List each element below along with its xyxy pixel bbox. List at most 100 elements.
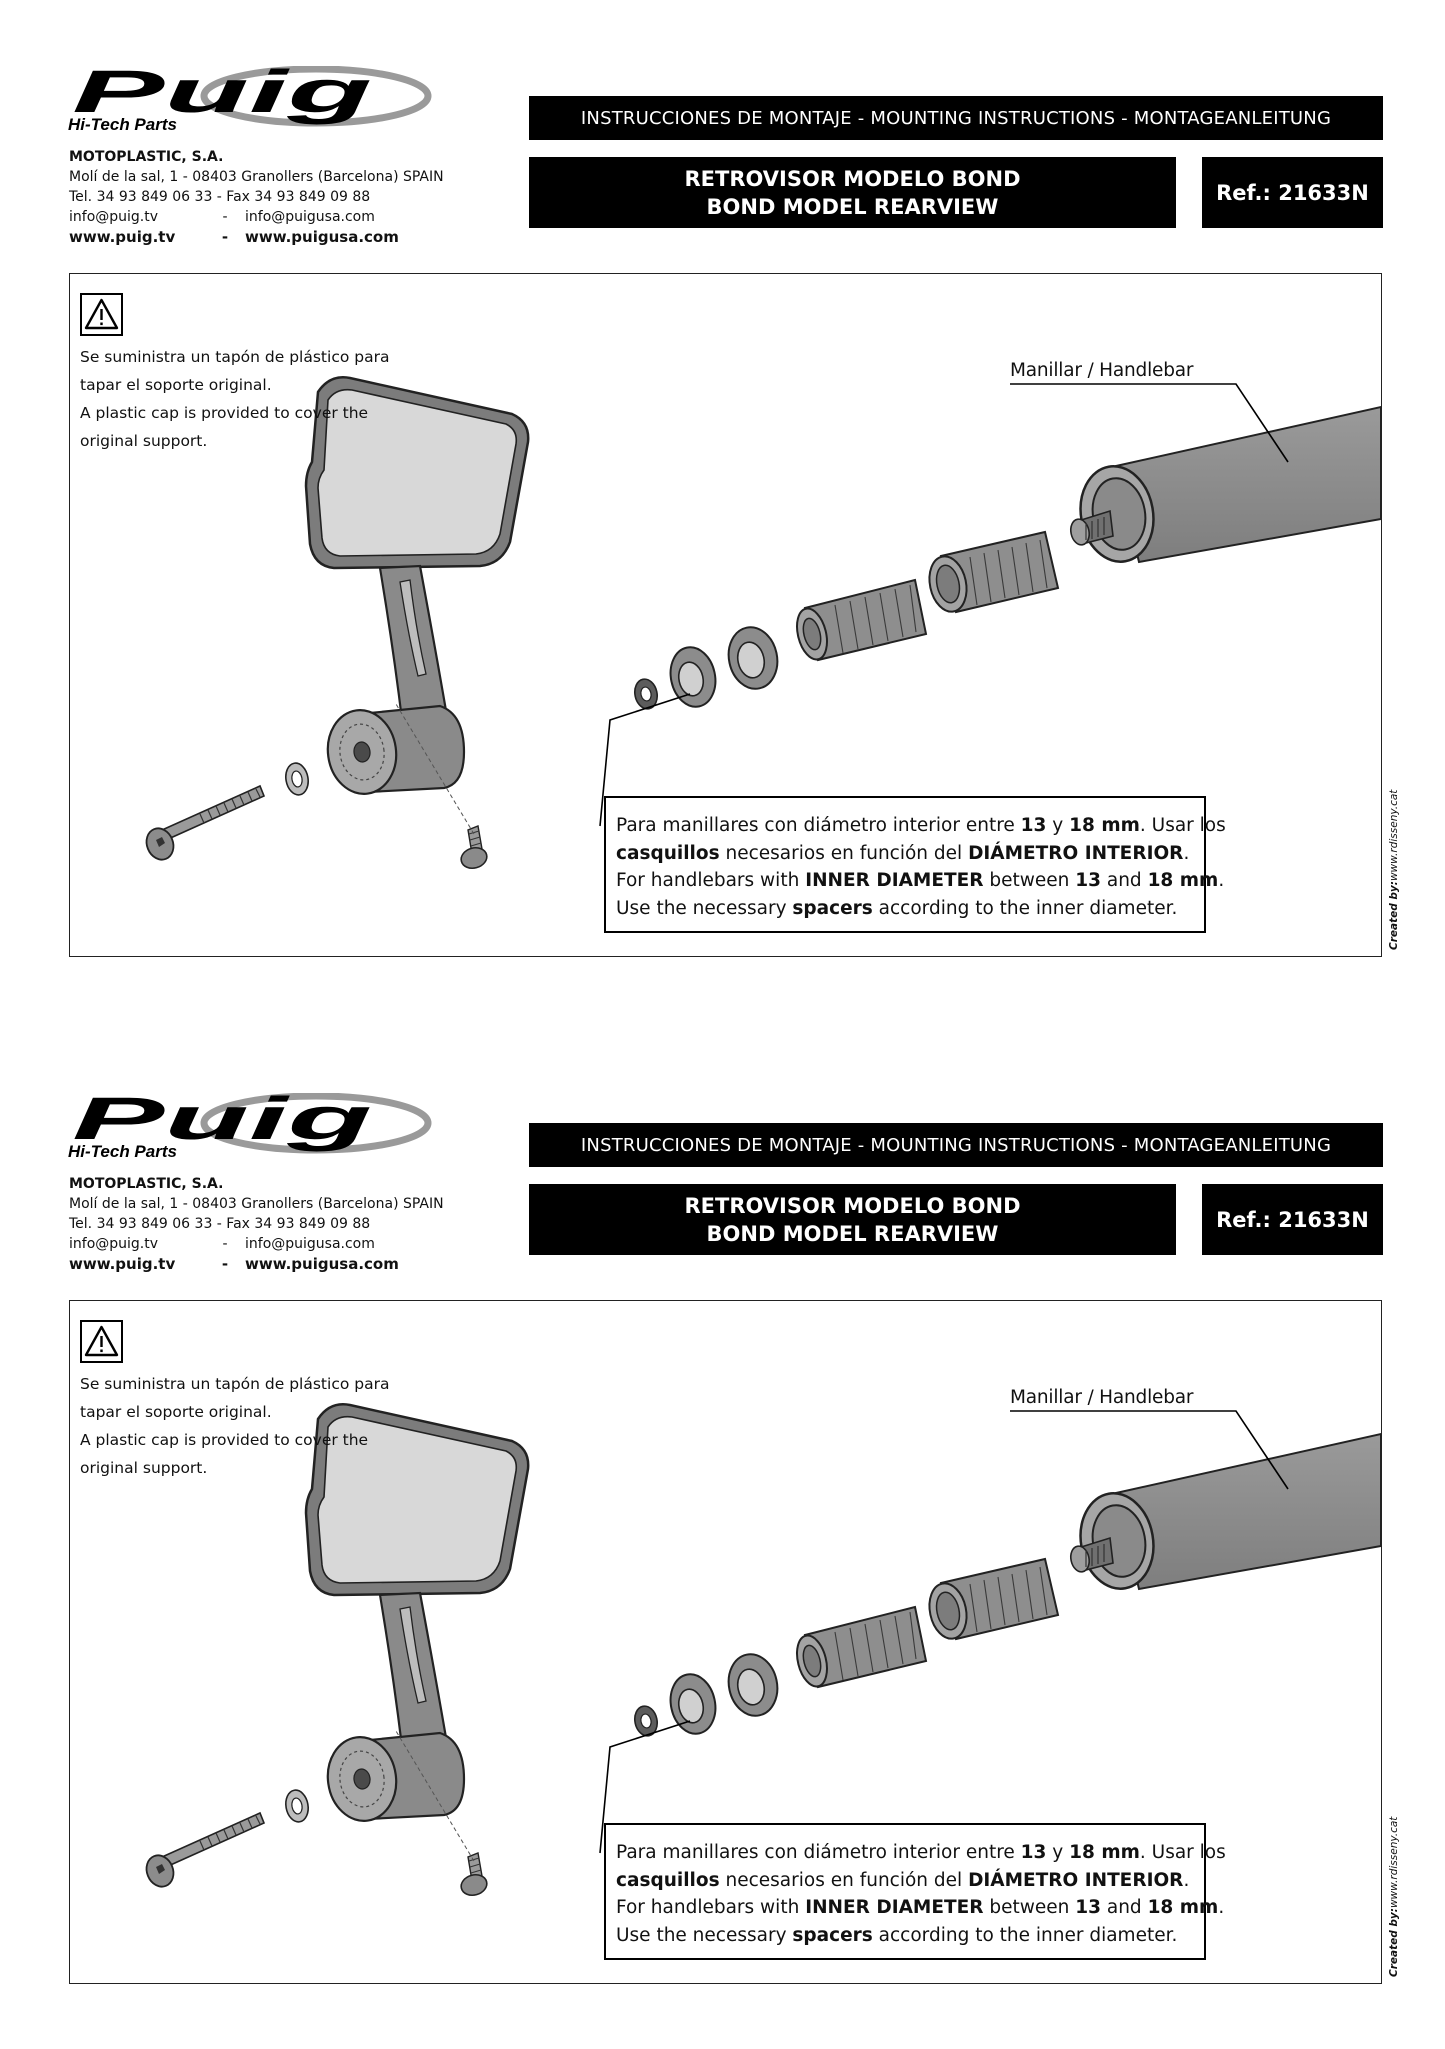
ring-spacer-2-part bbox=[727, 1653, 779, 1717]
designer-credit: Created by:www.rdisseny.cat bbox=[1388, 1816, 1400, 1977]
small-washer-part bbox=[633, 678, 659, 710]
model-title-en: BOND MODEL REARVIEW bbox=[706, 1221, 999, 1246]
web-link-es[interactable]: www.puig.tv bbox=[69, 228, 176, 246]
web-link-us[interactable]: www.puigusa.com bbox=[245, 1255, 399, 1273]
bolt-washer-part bbox=[285, 1789, 309, 1823]
company-websites: www.puig.tv -www.puigusa.com bbox=[69, 227, 489, 247]
company-address: Molí de la sal, 1 - 08403 Granollers (Ba… bbox=[69, 169, 444, 185]
long-bolt-part bbox=[145, 1811, 266, 1888]
web-link-es[interactable]: www.puig.tv bbox=[69, 1255, 176, 1273]
designer-credit: Created by:www.rdisseny.cat bbox=[1388, 789, 1400, 950]
company-emails: info@puig.tv - info@puigusa.com bbox=[69, 207, 489, 227]
warning-line-2: tapar el soporte original. bbox=[80, 376, 272, 394]
note-line-4: Use the necessary spacers according to t… bbox=[616, 1924, 1178, 1946]
handlebar-label: Manillar / Handlebar bbox=[1010, 1387, 1194, 1408]
small-washer-part bbox=[633, 1705, 659, 1737]
web-separator: - bbox=[221, 228, 229, 246]
company-name: MOTOPLASTIC, S.A. bbox=[69, 149, 224, 165]
note-line-4: Use the necessary spacers according to t… bbox=[616, 897, 1178, 919]
handlebar-leader-line bbox=[1010, 383, 1289, 463]
warning-line-2: tapar el soporte original. bbox=[80, 1403, 272, 1421]
small-screw-part bbox=[395, 703, 488, 870]
email-link-us[interactable]: info@puigusa.com bbox=[245, 209, 375, 225]
web-link-us[interactable]: www.puigusa.com bbox=[245, 228, 399, 246]
note-leader-line bbox=[599, 1720, 691, 1854]
web-separator: - bbox=[221, 1255, 229, 1273]
bolt-washer-part bbox=[285, 762, 309, 796]
warning-line-4: original support. bbox=[80, 432, 208, 450]
logo-tagline: Hi-Tech Parts bbox=[68, 1142, 177, 1161]
instructions-banner: INSTRUCCIONES DE MONTAJE - MOUNTING INST… bbox=[529, 1123, 1383, 1167]
company-info: MOTOPLASTIC, S.A. Molí de la sal, 1 - 08… bbox=[69, 147, 489, 247]
mirror-head-part bbox=[304, 376, 530, 570]
warning-triangle-icon bbox=[80, 1320, 123, 1363]
spacer-note-box: Para manillares con diámetro interior en… bbox=[604, 796, 1226, 933]
exploded-assembly-diagram bbox=[145, 376, 1381, 870]
small-screw-part bbox=[395, 1730, 488, 1897]
warning-line-3: A plastic cap is provided to cover the bbox=[80, 1431, 369, 1449]
email-separator: - bbox=[222, 209, 228, 225]
diagram-frame bbox=[69, 273, 1382, 957]
handlebar-label: Manillar / Handlebar bbox=[1010, 360, 1194, 381]
bar-end-weight-part bbox=[326, 704, 466, 795]
model-title-box: RETROVISOR MODELO BOND BOND MODEL REARVI… bbox=[529, 157, 1176, 228]
note-leader-line bbox=[599, 693, 691, 827]
handlebar-tube bbox=[1079, 1432, 1381, 1591]
note-line-1: Para manillares con diámetro interior en… bbox=[616, 1842, 1226, 1863]
plastic-cap-warning-text: Se suministra un tapón de plástico para … bbox=[80, 1370, 410, 1482]
long-bolt-part bbox=[145, 784, 266, 861]
puig-logo: Puig Hi-Tech Parts bbox=[66, 1093, 436, 1161]
note-line-2: casquillos necesarios en función del DIÁ… bbox=[616, 842, 1190, 864]
note-line-3: For handlebars with INNER DIAMETER betwe… bbox=[616, 1897, 1225, 1918]
company-emails: info@puig.tv - info@puigusa.com bbox=[69, 1234, 489, 1254]
reference-box: Ref.: 21633N bbox=[1202, 157, 1383, 228]
email-link-us[interactable]: info@puigusa.com bbox=[245, 1236, 375, 1252]
handlebar-leader-line bbox=[1010, 1410, 1289, 1490]
model-title-es: RETROVISOR MODELO BOND bbox=[684, 166, 1021, 191]
note-line-3: For handlebars with INNER DIAMETER betwe… bbox=[616, 870, 1225, 891]
instructions-banner: INSTRUCCIONES DE MONTAJE - MOUNTING INST… bbox=[529, 96, 1383, 140]
ring-spacer-1-part bbox=[669, 1673, 717, 1735]
email-separator: - bbox=[222, 1236, 228, 1252]
puig-logo: Puig Hi-Tech Parts bbox=[66, 66, 436, 134]
company-websites: www.puig.tv -www.puigusa.com bbox=[69, 1254, 489, 1274]
warning-line-3: A plastic cap is provided to cover the bbox=[80, 404, 369, 422]
note-line-2: casquillos necesarios en función del DIÁ… bbox=[616, 1869, 1190, 1891]
exploded-assembly-diagram bbox=[145, 1403, 1381, 1897]
end-cap-part bbox=[1069, 1536, 1114, 1573]
model-title-es: RETROVISOR MODELO BOND bbox=[684, 1193, 1021, 1218]
warning-line-4: original support. bbox=[80, 1459, 208, 1477]
logo-wordmark: Puig bbox=[72, 66, 372, 125]
diagram-frame bbox=[69, 1300, 1382, 1984]
puig-logo-graphic: Puig Hi-Tech Parts bbox=[68, 1093, 432, 1161]
plastic-cap-warning-text: Se suministra un tapón de plástico para … bbox=[80, 343, 410, 455]
instruction-sheet-bottom: Puig Hi-Tech Parts MOTOPLASTIC, S.A. Mol… bbox=[0, 1027, 1445, 2049]
warning-triangle-icon bbox=[80, 293, 123, 336]
ring-spacer-2-part bbox=[727, 626, 779, 690]
large-spacer-part bbox=[928, 1557, 1060, 1641]
large-spacer-part bbox=[928, 530, 1060, 614]
warning-line-1: Se suministra un tapón de plástico para bbox=[80, 1375, 390, 1393]
company-name: MOTOPLASTIC, S.A. bbox=[69, 1176, 224, 1192]
instruction-sheet-top: Puig Hi-Tech Parts MOTOPLASTIC, S.A. Mol… bbox=[0, 0, 1445, 1022]
logo-tagline: Hi-Tech Parts bbox=[68, 115, 177, 134]
model-title-box: RETROVISOR MODELO BOND BOND MODEL REARVI… bbox=[529, 1184, 1176, 1255]
company-info: MOTOPLASTIC, S.A. Molí de la sal, 1 - 08… bbox=[69, 1174, 489, 1274]
model-title-en: BOND MODEL REARVIEW bbox=[706, 194, 999, 219]
puig-logo-graphic: Puig Hi-Tech Parts bbox=[68, 66, 432, 134]
spacer-note-box: Para manillares con diámetro interior en… bbox=[604, 1823, 1226, 1960]
end-cap-part bbox=[1069, 509, 1114, 546]
email-link-es[interactable]: info@puig.tv bbox=[69, 1236, 159, 1252]
email-link-es[interactable]: info@puig.tv bbox=[69, 209, 159, 225]
small-spacer-part bbox=[796, 1605, 928, 1689]
warning-line-1: Se suministra un tapón de plástico para bbox=[80, 348, 390, 366]
ring-spacer-1-part bbox=[669, 646, 717, 708]
company-address: Molí de la sal, 1 - 08403 Granollers (Ba… bbox=[69, 1196, 444, 1212]
logo-wordmark: Puig bbox=[72, 1093, 372, 1152]
small-spacer-part bbox=[796, 578, 928, 662]
company-phone: Tel. 34 93 849 06 33 - Fax 34 93 849 09 … bbox=[69, 189, 371, 205]
company-phone: Tel. 34 93 849 06 33 - Fax 34 93 849 09 … bbox=[69, 1216, 371, 1232]
mirror-head-part bbox=[304, 1403, 530, 1597]
bar-end-weight-part bbox=[326, 1731, 466, 1822]
note-line-1: Para manillares con diámetro interior en… bbox=[616, 815, 1226, 836]
